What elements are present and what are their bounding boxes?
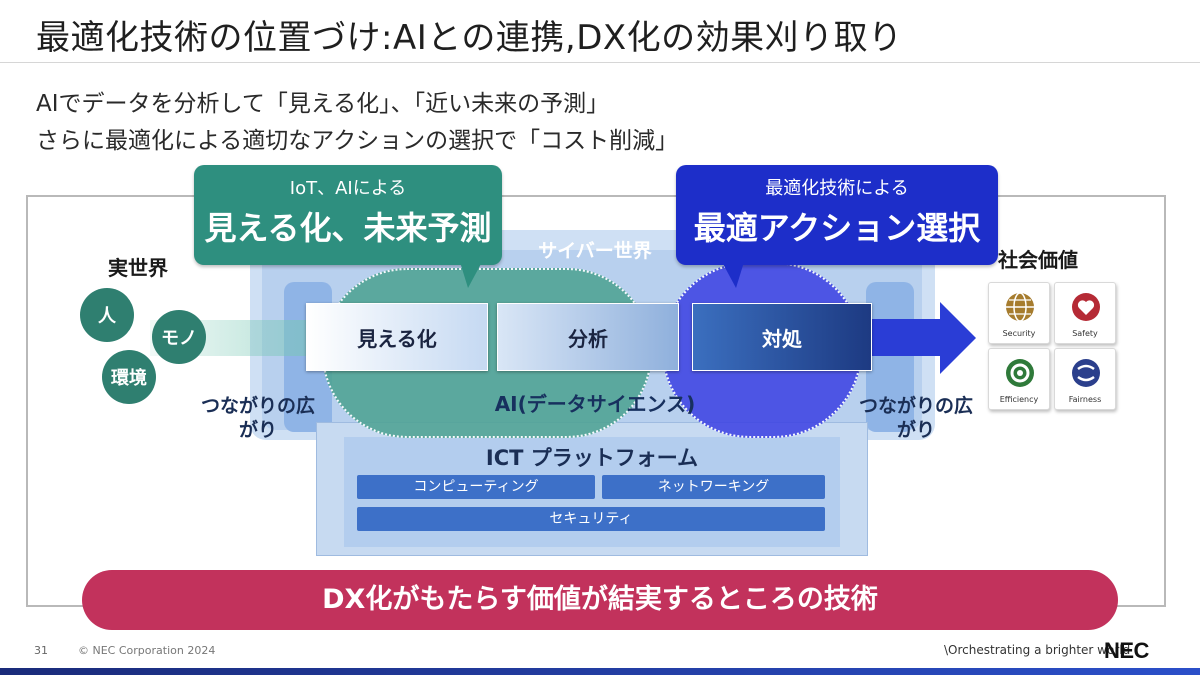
footer-bar — [0, 668, 1200, 675]
real-world-thing: モノ — [152, 310, 206, 364]
output-flow — [872, 319, 942, 356]
title-divider — [0, 62, 1200, 63]
step-visualize: 見える化 — [306, 303, 488, 371]
subtitle-line-2: さらに最適化による適切なアクションの選択で「コスト削減」 — [36, 128, 679, 154]
bubble-visualization: IoT、AIによる 見える化、未来予測 — [194, 165, 502, 265]
globe-icon — [1006, 292, 1034, 322]
page-number: 31 — [34, 644, 48, 657]
ai-data-science-label: AI(データサイエンス) — [494, 392, 696, 416]
bubble-optimization-caption: 最適化技術による — [765, 178, 909, 199]
copyright: © NEC Corporation 2024 — [78, 644, 216, 657]
output-arrow-icon — [940, 302, 976, 374]
value-tile-fairness-caption: Fairness — [1068, 395, 1102, 404]
cycle-icon — [1006, 359, 1034, 387]
bubble-optimization-heading: 最適アクション選択 — [693, 209, 981, 247]
real-world-environment: 環境 — [102, 350, 156, 404]
heart-icon — [1072, 293, 1100, 321]
value-tile-safety: Safety — [1054, 282, 1116, 344]
value-tile-efficiency-caption: Efficiency — [999, 395, 1039, 404]
real-world-label: 実世界 — [108, 256, 168, 280]
value-tile-security-caption: Security — [1002, 329, 1036, 338]
value-tile-safety-caption: Safety — [1072, 329, 1098, 338]
ict-security: セキュリティ — [357, 507, 825, 531]
ict-platform-title: ICT プラットフォーム — [485, 446, 699, 470]
value-tile-efficiency: Efficiency — [988, 348, 1050, 410]
bubble-optimization-tail — [722, 262, 744, 288]
bubble-optimization: 最適化技術による 最適アクション選択 — [676, 165, 998, 265]
social-value-label: 社会価値 — [998, 248, 1078, 272]
value-tile-security: Security — [988, 282, 1050, 344]
step-act: 対処 — [692, 303, 872, 371]
subtitle-line-1: AIでデータを分析して「見える化」、「近い未来の予測」 — [36, 91, 610, 117]
connection-label-left: つながりの広がり — [200, 395, 315, 441]
dx-value-banner: DX化がもたらす価値が結実するところの技術 — [82, 570, 1118, 630]
slide-title: 最適化技術の位置づけ:AIとの連携,DX化の効果刈り取り — [36, 18, 903, 58]
balance-icon — [1072, 359, 1100, 387]
value-tile-fairness: Fairness — [1054, 348, 1116, 410]
connection-band-right — [866, 282, 914, 432]
ict-networking: ネットワーキング — [602, 475, 825, 499]
bubble-visualization-heading: 見える化、未来予測 — [204, 209, 492, 247]
bubble-visualization-tail — [460, 262, 482, 288]
cyber-world-label: サイバー世界 — [538, 240, 652, 262]
brand-tagline: \Orchestrating a brighter world — [944, 643, 1131, 657]
step-analyze: 分析 — [497, 303, 679, 371]
real-world-person: 人 — [80, 288, 134, 342]
ict-computing: コンピューティング — [357, 475, 595, 499]
connection-label-right: つながりの広がり — [858, 395, 973, 441]
nec-logo: NEC — [1104, 638, 1149, 663]
bubble-visualization-caption: IoT、AIによる — [289, 178, 407, 199]
